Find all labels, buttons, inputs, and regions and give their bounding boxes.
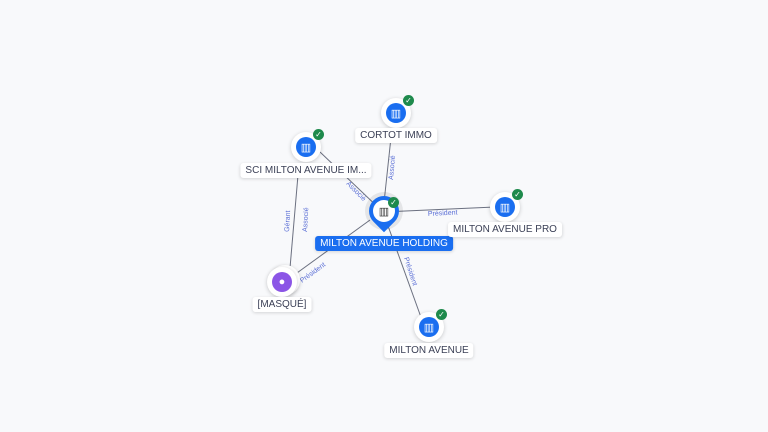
node-ma[interactable]: ▥✓ [414, 309, 447, 342]
verified-icon: ✓ [512, 189, 523, 200]
edge-label: Associé [345, 180, 367, 202]
verified-icon: ✓ [313, 129, 324, 140]
building-icon: ▥ [296, 137, 316, 157]
node-label-cortot[interactable]: CORTOT IMMO [355, 128, 437, 143]
edge-label: Associé [302, 207, 310, 232]
verified-icon: ✓ [403, 95, 414, 106]
edge-label: Président [299, 262, 327, 285]
node-label-pro[interactable]: MILTON AVENUE PRO [448, 222, 562, 237]
node-label-holding[interactable]: MILTON AVENUE HOLDING [315, 236, 453, 251]
node-pro[interactable]: ▥✓ [490, 189, 523, 222]
building-icon: ▥ [386, 103, 406, 123]
building-icon: ▥ [419, 317, 439, 337]
edge-holding-pro [382, 206, 496, 213]
node-label-masque[interactable]: [MASQUÉ] [252, 297, 312, 312]
edge-label: Gérant [284, 210, 292, 232]
node-label-sci[interactable]: SCI MILTON AVENUE IM... [240, 163, 372, 178]
verified-icon: ✓ [436, 309, 447, 320]
edge-label: Président [428, 209, 458, 218]
edge-label: Associé [388, 155, 397, 180]
edge-holding-ma [382, 211, 423, 321]
node-sci[interactable]: ▥✓ [291, 129, 324, 162]
node-label-ma[interactable]: MILTON AVENUE [384, 343, 474, 358]
building-icon: ▥ [495, 197, 515, 217]
edge-masque-sci [289, 174, 299, 269]
verified-icon: ✓ [388, 197, 399, 208]
person-icon: ● [272, 272, 292, 292]
node-cortot[interactable]: ▥✓ [381, 95, 414, 128]
node-masque[interactable]: ● [267, 267, 297, 297]
